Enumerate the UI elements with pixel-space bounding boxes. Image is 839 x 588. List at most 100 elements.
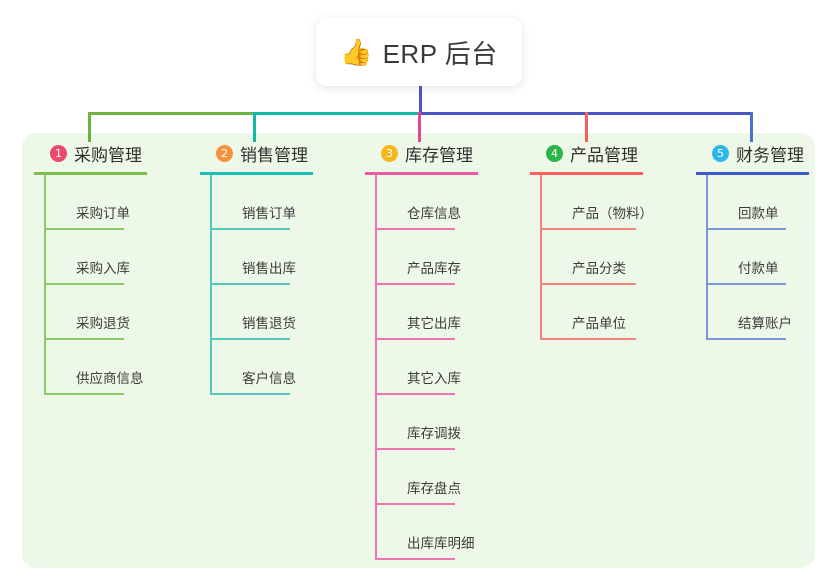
root-node-title: ERP 后台: [382, 38, 498, 69]
trunk-blue-segment: [418, 112, 751, 115]
leaf-item[interactable]: 回款单: [706, 175, 839, 230]
leaf-item-label: 采购入库: [76, 261, 130, 276]
column-rule-inventory: [365, 172, 478, 175]
leaf-item-rule: [375, 503, 455, 505]
column-title-purchasing: 采购管理: [74, 145, 142, 165]
leaf-item-rule: [44, 283, 124, 285]
leaf-item[interactable]: 产品库存: [375, 230, 525, 285]
column-badge-finance: 5: [712, 144, 729, 162]
column-rule-product: [530, 172, 643, 175]
drop-purchasing: [88, 112, 91, 142]
column-badge-purchasing: 1: [50, 144, 67, 162]
leaf-item-rule: [540, 228, 636, 230]
column-title-finance: 财务管理: [736, 145, 804, 165]
leaf-item[interactable]: 仓库信息: [375, 175, 525, 230]
leaf-item-rule: [375, 393, 455, 395]
column-title-sales: 销售管理: [240, 145, 308, 165]
column-header-inventory[interactable]: 3 库存管理: [365, 140, 525, 166]
leaf-item-rule: [540, 338, 636, 340]
column-rule-purchasing: [34, 172, 147, 175]
leaf-item-label: 产品单位: [572, 316, 626, 331]
branch-column-product: 4 产品管理产品（物料） 产品分类产品单位: [530, 140, 690, 340]
leaf-item[interactable]: 产品分类: [540, 230, 690, 285]
column-rule-finance: [696, 172, 809, 175]
leaf-item[interactable]: 采购入库: [44, 230, 194, 285]
leaf-list-inventory: 仓库信息产品库存其它出库其它入库库存调拨库存盘点出库库明细: [375, 175, 525, 560]
leaf-item-label: 结算账户: [738, 316, 792, 331]
column-rule-sales: [200, 172, 313, 175]
column-badge-product: 4: [546, 144, 563, 162]
leaf-item[interactable]: 其它出库: [375, 285, 525, 340]
leaf-item-rule: [375, 448, 455, 450]
leaf-list-purchasing: 采购订单采购入库采购退货供应商信息: [44, 175, 194, 395]
leaf-spine-product: [540, 175, 542, 340]
leaf-list-product: 产品（物料） 产品分类产品单位: [540, 175, 690, 340]
leaf-spine-inventory: [375, 175, 377, 560]
trunk-green-segment: [88, 112, 254, 115]
leaf-item-label: 出库库明细: [407, 536, 475, 551]
leaf-item-label: 库存调拨: [407, 426, 461, 441]
leaf-item[interactable]: 产品单位: [540, 285, 690, 340]
leaf-item-rule: [706, 283, 786, 285]
leaf-item-label: 其它入库: [407, 371, 461, 386]
column-badge-inventory: 3: [381, 144, 398, 162]
leaf-item[interactable]: 其它入库: [375, 340, 525, 395]
leaf-item-label: 客户信息: [242, 371, 296, 386]
column-title-product: 产品管理: [570, 145, 638, 165]
leaf-item-label: 供应商信息: [76, 371, 144, 386]
leaf-item-label: 回款单: [738, 206, 779, 221]
leaf-item-rule: [44, 393, 124, 395]
leaf-item-rule: [44, 338, 124, 340]
leaf-item-label: 销售出库: [242, 261, 296, 276]
leaf-item[interactable]: 客户信息: [210, 340, 360, 395]
column-header-sales[interactable]: 2 销售管理: [200, 140, 360, 166]
leaf-item-rule: [44, 228, 124, 230]
leaf-item-rule: [375, 228, 455, 230]
leaf-item[interactable]: 库存调拨: [375, 395, 525, 450]
branch-column-inventory: 3 库存管理仓库信息产品库存其它出库其它入库库存调拨库存盘点出库库明细: [365, 140, 525, 560]
leaf-item[interactable]: 库存盘点: [375, 450, 525, 505]
column-header-finance[interactable]: 5 财务管理: [696, 140, 839, 166]
root-stem-line: [419, 86, 422, 112]
leaf-list-finance: 回款单付款单结算账户: [706, 175, 839, 340]
branch-column-purchasing: 1 采购管理采购订单采购入库采购退货供应商信息: [34, 140, 194, 395]
leaf-item-label: 其它出库: [407, 316, 461, 331]
leaf-item-label: 采购退货: [76, 316, 130, 331]
leaf-item[interactable]: 结算账户: [706, 285, 839, 340]
column-title-inventory: 库存管理: [405, 145, 473, 165]
leaf-item-rule: [706, 228, 786, 230]
leaf-item-label: 库存盘点: [407, 481, 461, 496]
leaf-item-label: 产品库存: [407, 261, 461, 276]
column-header-purchasing[interactable]: 1 采购管理: [34, 140, 194, 166]
leaf-item[interactable]: 付款单: [706, 230, 839, 285]
column-header-product[interactable]: 4 产品管理: [530, 140, 690, 166]
leaf-item-rule: [210, 283, 290, 285]
leaf-item[interactable]: 出库库明细: [375, 505, 525, 560]
leaf-item[interactable]: 销售订单: [210, 175, 360, 230]
leaf-item[interactable]: 销售出库: [210, 230, 360, 285]
leaf-item-rule: [540, 283, 636, 285]
drop-finance: [750, 112, 753, 142]
leaf-item[interactable]: 采购订单: [44, 175, 194, 230]
leaf-item-label: 付款单: [738, 261, 779, 276]
root-node-erp-backend[interactable]: 👍 ERP 后台: [316, 18, 522, 86]
leaf-item-label: 销售退货: [242, 316, 296, 331]
leaf-item-rule: [375, 283, 455, 285]
diagram-background-panel: [22, 133, 815, 568]
column-badge-sales: 2: [216, 144, 233, 162]
leaf-item[interactable]: 采购退货: [44, 285, 194, 340]
drop-sales: [253, 112, 256, 142]
leaf-item[interactable]: 供应商信息: [44, 340, 194, 395]
leaf-item-label: 仓库信息: [407, 206, 461, 221]
thumbs-up-icon: 👍: [340, 37, 373, 67]
leaf-item-rule: [375, 558, 455, 560]
drop-inventory: [418, 112, 421, 142]
drop-product: [585, 112, 588, 142]
leaf-item-rule: [210, 393, 290, 395]
leaf-item[interactable]: 销售退货: [210, 285, 360, 340]
leaf-item-rule: [210, 338, 290, 340]
branch-column-finance: 5 财务管理回款单付款单结算账户: [696, 140, 839, 340]
leaf-item-label: 产品分类: [572, 261, 626, 276]
leaf-item-label: 产品（物料）: [572, 206, 653, 221]
leaf-item[interactable]: 产品（物料）: [540, 175, 690, 230]
